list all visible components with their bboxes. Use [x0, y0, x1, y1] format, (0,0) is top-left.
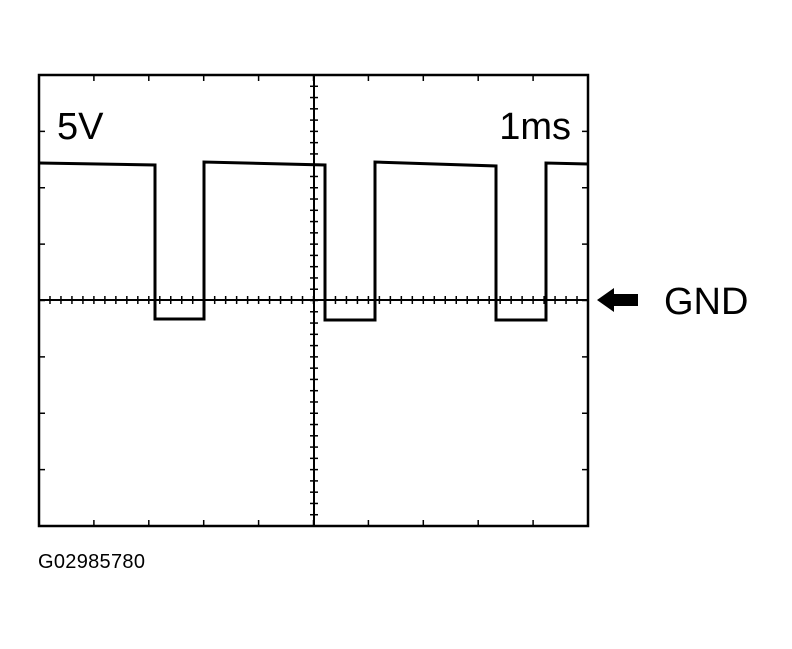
arrow-left-icon [597, 288, 638, 312]
ground-label: GND [664, 281, 748, 323]
voltage-scale-label: 5V [57, 106, 104, 148]
time-scale-label: 1ms [499, 106, 571, 148]
figure-code: G02985780 [38, 551, 146, 573]
signal-waveform [38, 160, 589, 322]
